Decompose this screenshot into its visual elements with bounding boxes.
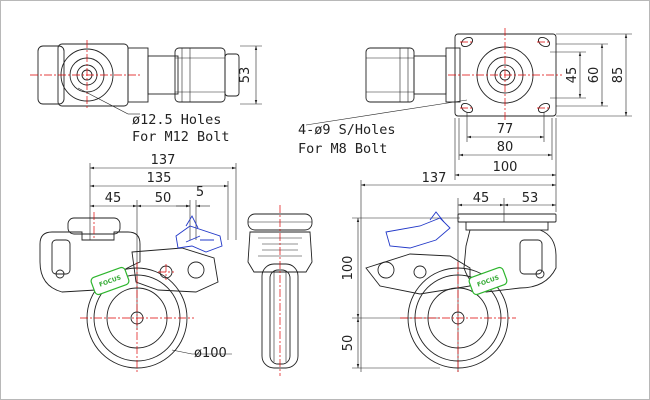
dim-plate-width: 80 bbox=[497, 140, 514, 155]
dim-right-100: 100 bbox=[341, 256, 356, 281]
dim-plate-height: 60 bbox=[587, 67, 602, 84]
dim-left-5: 5 bbox=[196, 185, 204, 200]
dim-hole-spacing-v: 45 bbox=[565, 67, 580, 84]
side-view-plate-caster: FOCUS bbox=[352, 180, 557, 374]
dim-right-53: 53 bbox=[522, 191, 539, 206]
note-bolt-hole-2: For M12 Bolt bbox=[132, 129, 230, 145]
note-plate-holes-2: For M8 Bolt bbox=[298, 141, 387, 157]
side-view-stem-caster: FOCUS bbox=[39, 163, 237, 374]
dim-right-50: 50 bbox=[341, 335, 356, 352]
bolt-hole-leader bbox=[77, 87, 129, 115]
top-view-plate-caster bbox=[365, 28, 632, 180]
dim-top-left-53: 53 bbox=[238, 67, 253, 84]
top-view-stem-caster bbox=[30, 40, 262, 110]
dim-overall-height: 85 bbox=[611, 67, 626, 84]
dim-left-45: 45 bbox=[105, 191, 122, 206]
dim-hole-spacing-h: 77 bbox=[497, 122, 514, 137]
dim-right-45: 45 bbox=[473, 191, 490, 206]
dim-right-137: 137 bbox=[422, 171, 447, 186]
note-bolt-hole-1: ø12.5 Holes bbox=[132, 112, 221, 128]
dim-left-50: 50 bbox=[155, 191, 172, 206]
dim-wheel-diameter: ø100 bbox=[194, 346, 227, 361]
note-plate-holes-1: 4-ø9 S/Holes bbox=[298, 122, 396, 138]
dim-left-137: 137 bbox=[151, 153, 176, 168]
front-view-caster bbox=[247, 205, 313, 376]
plate-holes-leader bbox=[305, 99, 468, 126]
dim-left-135: 135 bbox=[147, 171, 172, 186]
dim-overall-width: 100 bbox=[493, 160, 518, 175]
